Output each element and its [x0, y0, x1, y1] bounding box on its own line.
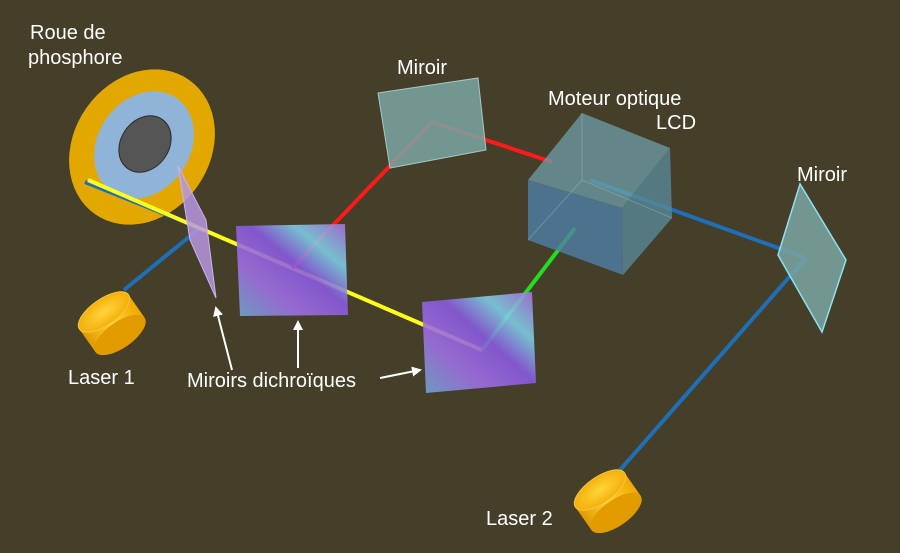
dichroic-mirror-1	[236, 224, 348, 316]
label-mirror-top: Miroir	[397, 57, 447, 79]
label-laser-1: Laser 1	[68, 367, 135, 389]
label-lcd-engine-line1: Moteur optique	[548, 88, 682, 110]
label-phosphor-wheel-line2: phosphore	[28, 47, 123, 69]
label-lcd-engine-line2: LCD	[656, 112, 697, 134]
arrow-to-small-mirror	[213, 306, 233, 371]
arrow-to-mirror-2	[379, 366, 422, 379]
laser-1	[77, 291, 146, 356]
annotation-arrows	[213, 306, 422, 379]
mirror-top	[377, 77, 487, 169]
laser-2	[573, 469, 642, 534]
mirror-right	[777, 182, 847, 334]
lcd-engine-cube	[527, 113, 673, 275]
phosphor-wheel	[69, 69, 215, 225]
label-mirror-right: Miroir	[797, 164, 847, 186]
blue-beam-laser2	[618, 256, 808, 472]
blue-beam-laser1	[122, 226, 202, 292]
dichroic-mirror-2	[422, 292, 536, 393]
dichroic-mirror-small	[177, 165, 217, 299]
label-phosphor-wheel-line1: Roue de	[30, 22, 106, 44]
label-dichroic-mirrors: Miroirs dichroïques	[187, 370, 356, 392]
label-laser-2: Laser 2	[486, 508, 553, 530]
